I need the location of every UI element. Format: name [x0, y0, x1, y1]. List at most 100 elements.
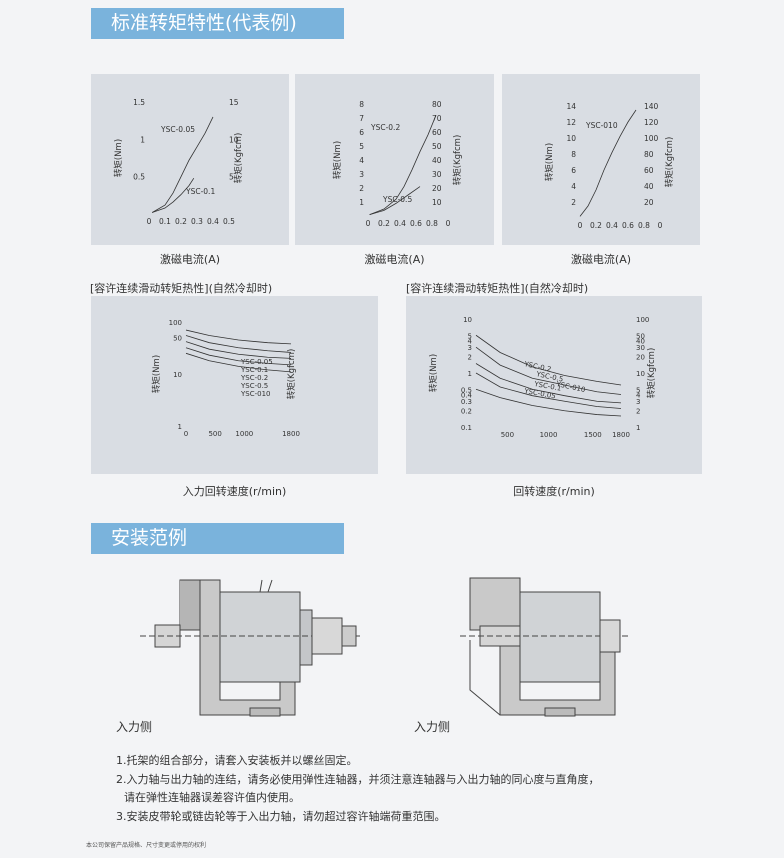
y-tick-label: 4 — [359, 156, 364, 165]
y2-tick-label: 1 — [636, 424, 640, 432]
y2-tick-label: 100 — [644, 134, 659, 143]
x-tick-label: 0 — [658, 221, 663, 230]
y2-axis-label: 转矩(Kgfcm) — [233, 133, 244, 184]
series-label: YSC-0.5 — [382, 195, 412, 204]
y-tick-label: 6 — [571, 166, 576, 175]
chart-3-xlabel: 激磁电流(A) — [570, 253, 632, 266]
series-line — [369, 186, 421, 215]
y2-tick-label: 20 — [432, 184, 442, 193]
x-tick-label: 500 — [208, 430, 221, 438]
x-tick-label: 0.4 — [394, 219, 406, 228]
series-line — [579, 109, 637, 217]
x-tick-label: 0.1 — [159, 217, 171, 226]
y-tick-label: 6 — [359, 128, 364, 137]
y-tick-label: 2 — [359, 184, 364, 193]
series-line — [185, 341, 292, 359]
y-tick-label: 10 — [463, 316, 472, 324]
footer-disclaimer: 本公司保留产品规格、尺寸变更或停用的权利 — [86, 842, 207, 849]
series-line — [185, 347, 292, 366]
series-line — [369, 115, 437, 215]
series-label: YSC-0.2 — [370, 123, 400, 132]
x-tick-label: 0 — [147, 217, 152, 226]
x-tick-label: 500 — [501, 431, 514, 439]
x-tick-label: 0.6 — [622, 221, 634, 230]
y2-tick-label: 3 — [636, 398, 640, 406]
y-tick-label: 0.5 — [461, 386, 472, 394]
chart-4-xlabel: 入力回转速度(r/min) — [182, 485, 287, 498]
series-line — [185, 335, 292, 353]
y-tick-label: 10 — [173, 371, 182, 379]
y-tick-label: 14 — [566, 102, 576, 111]
y-tick-label: 1 — [359, 198, 364, 207]
y-tick-label: 0.4 — [461, 391, 473, 399]
y-tick-label: 1 — [140, 135, 145, 144]
series-line — [152, 177, 195, 213]
y2-tick-label: 30 — [432, 170, 442, 179]
y-tick-label: 0.1 — [461, 424, 472, 432]
y2-tick-label: 80 — [644, 150, 654, 159]
chart-2-xlabel: 激磁电流(A) — [364, 253, 425, 266]
install-example-left — [140, 579, 360, 717]
x-tick-label: 0.6 — [410, 219, 422, 228]
y2-tick-label: 4 — [636, 391, 641, 399]
y-tick-label: 12 — [566, 118, 576, 127]
y2-tick-label: 60 — [432, 128, 442, 137]
note-1: 1.托架的组合部分，请套入安装板并以螺丝固定。 — [116, 754, 358, 767]
x-tick-label: 1800 — [612, 431, 630, 439]
y2-tick-label: 50 — [432, 142, 442, 151]
y2-axis-label: 转矩(Kgfcm) — [452, 135, 463, 186]
note-3: 3.安装皮带轮或链齿轮等于入出力轴，请勿超过容许轴端荷重范围。 — [116, 809, 446, 823]
y-tick-label: 1.5 — [133, 98, 145, 107]
chart-5-title: [容许连续滑动转矩热性](自然冷却时) — [406, 282, 589, 295]
y2-tick-label: 100 — [636, 316, 649, 324]
x-tick-label: 0 — [446, 219, 451, 228]
install-notes: 1.托架的组合部分，请套入安装板并以螺丝固定。 2.入力轴与出力轴的连结，请务必… — [116, 752, 600, 826]
y2-tick-label: 120 — [644, 118, 659, 127]
y-axis-label: 转矩(Nm) — [332, 141, 343, 179]
series-label: YSC-0.1 — [240, 366, 268, 374]
x-tick-label: 1000 — [540, 431, 558, 439]
x-tick-label: 0.4 — [207, 217, 219, 226]
note-2-cont: 请在弹性连轴器误差容许值内使用。 — [124, 791, 300, 804]
y-tick-label: 4 — [571, 182, 576, 191]
input-side-label-left: 入力侧 — [116, 720, 153, 734]
series-line — [475, 372, 622, 409]
chart-4-title: [容许连续滑动转矩热性](自然冷却时) — [90, 282, 273, 295]
y-tick-label: 2 — [468, 354, 472, 362]
y-tick-label: 50 — [173, 335, 182, 343]
note-2: 2.入力轴与出力轴的连结，请务必使用弹性连轴器，并须注意连轴器与入出力轴的同心度… — [116, 772, 600, 786]
series-label: YSC-010 — [585, 121, 618, 130]
x-tick-label: 0 — [366, 219, 371, 228]
series-label: YSC-010 — [240, 390, 271, 398]
y-tick-label: 4 — [468, 337, 473, 345]
input-side-label-right: 入力侧 — [414, 720, 451, 734]
y-tick-label: 8 — [359, 100, 364, 109]
y2-tick-label: 80 — [432, 100, 442, 109]
chart-1-xlabel: 激磁电流(A) — [159, 253, 221, 266]
installation-drawings — [140, 577, 630, 717]
series-label: YSC-0.2 — [240, 374, 268, 382]
y2-tick-label: 10 — [229, 135, 239, 144]
series-line — [475, 334, 622, 386]
y-tick-label: 0.5 — [133, 173, 145, 182]
y-tick-label: 3 — [359, 170, 364, 179]
y2-tick-label: 20 — [636, 354, 645, 362]
y2-axis-label: 转矩(Kgfcm) — [286, 349, 297, 400]
y-tick-label: 5 — [468, 332, 472, 340]
y2-tick-label: 5 — [229, 173, 234, 182]
y-tick-label: 0.2 — [461, 408, 472, 416]
y-tick-label: 1 — [178, 423, 182, 431]
section-title-install: 安装范例 — [91, 523, 344, 554]
y-tick-label: 3 — [468, 344, 472, 352]
y2-tick-label: 10 — [432, 198, 442, 207]
series-line — [151, 116, 214, 213]
series-line — [475, 363, 622, 404]
